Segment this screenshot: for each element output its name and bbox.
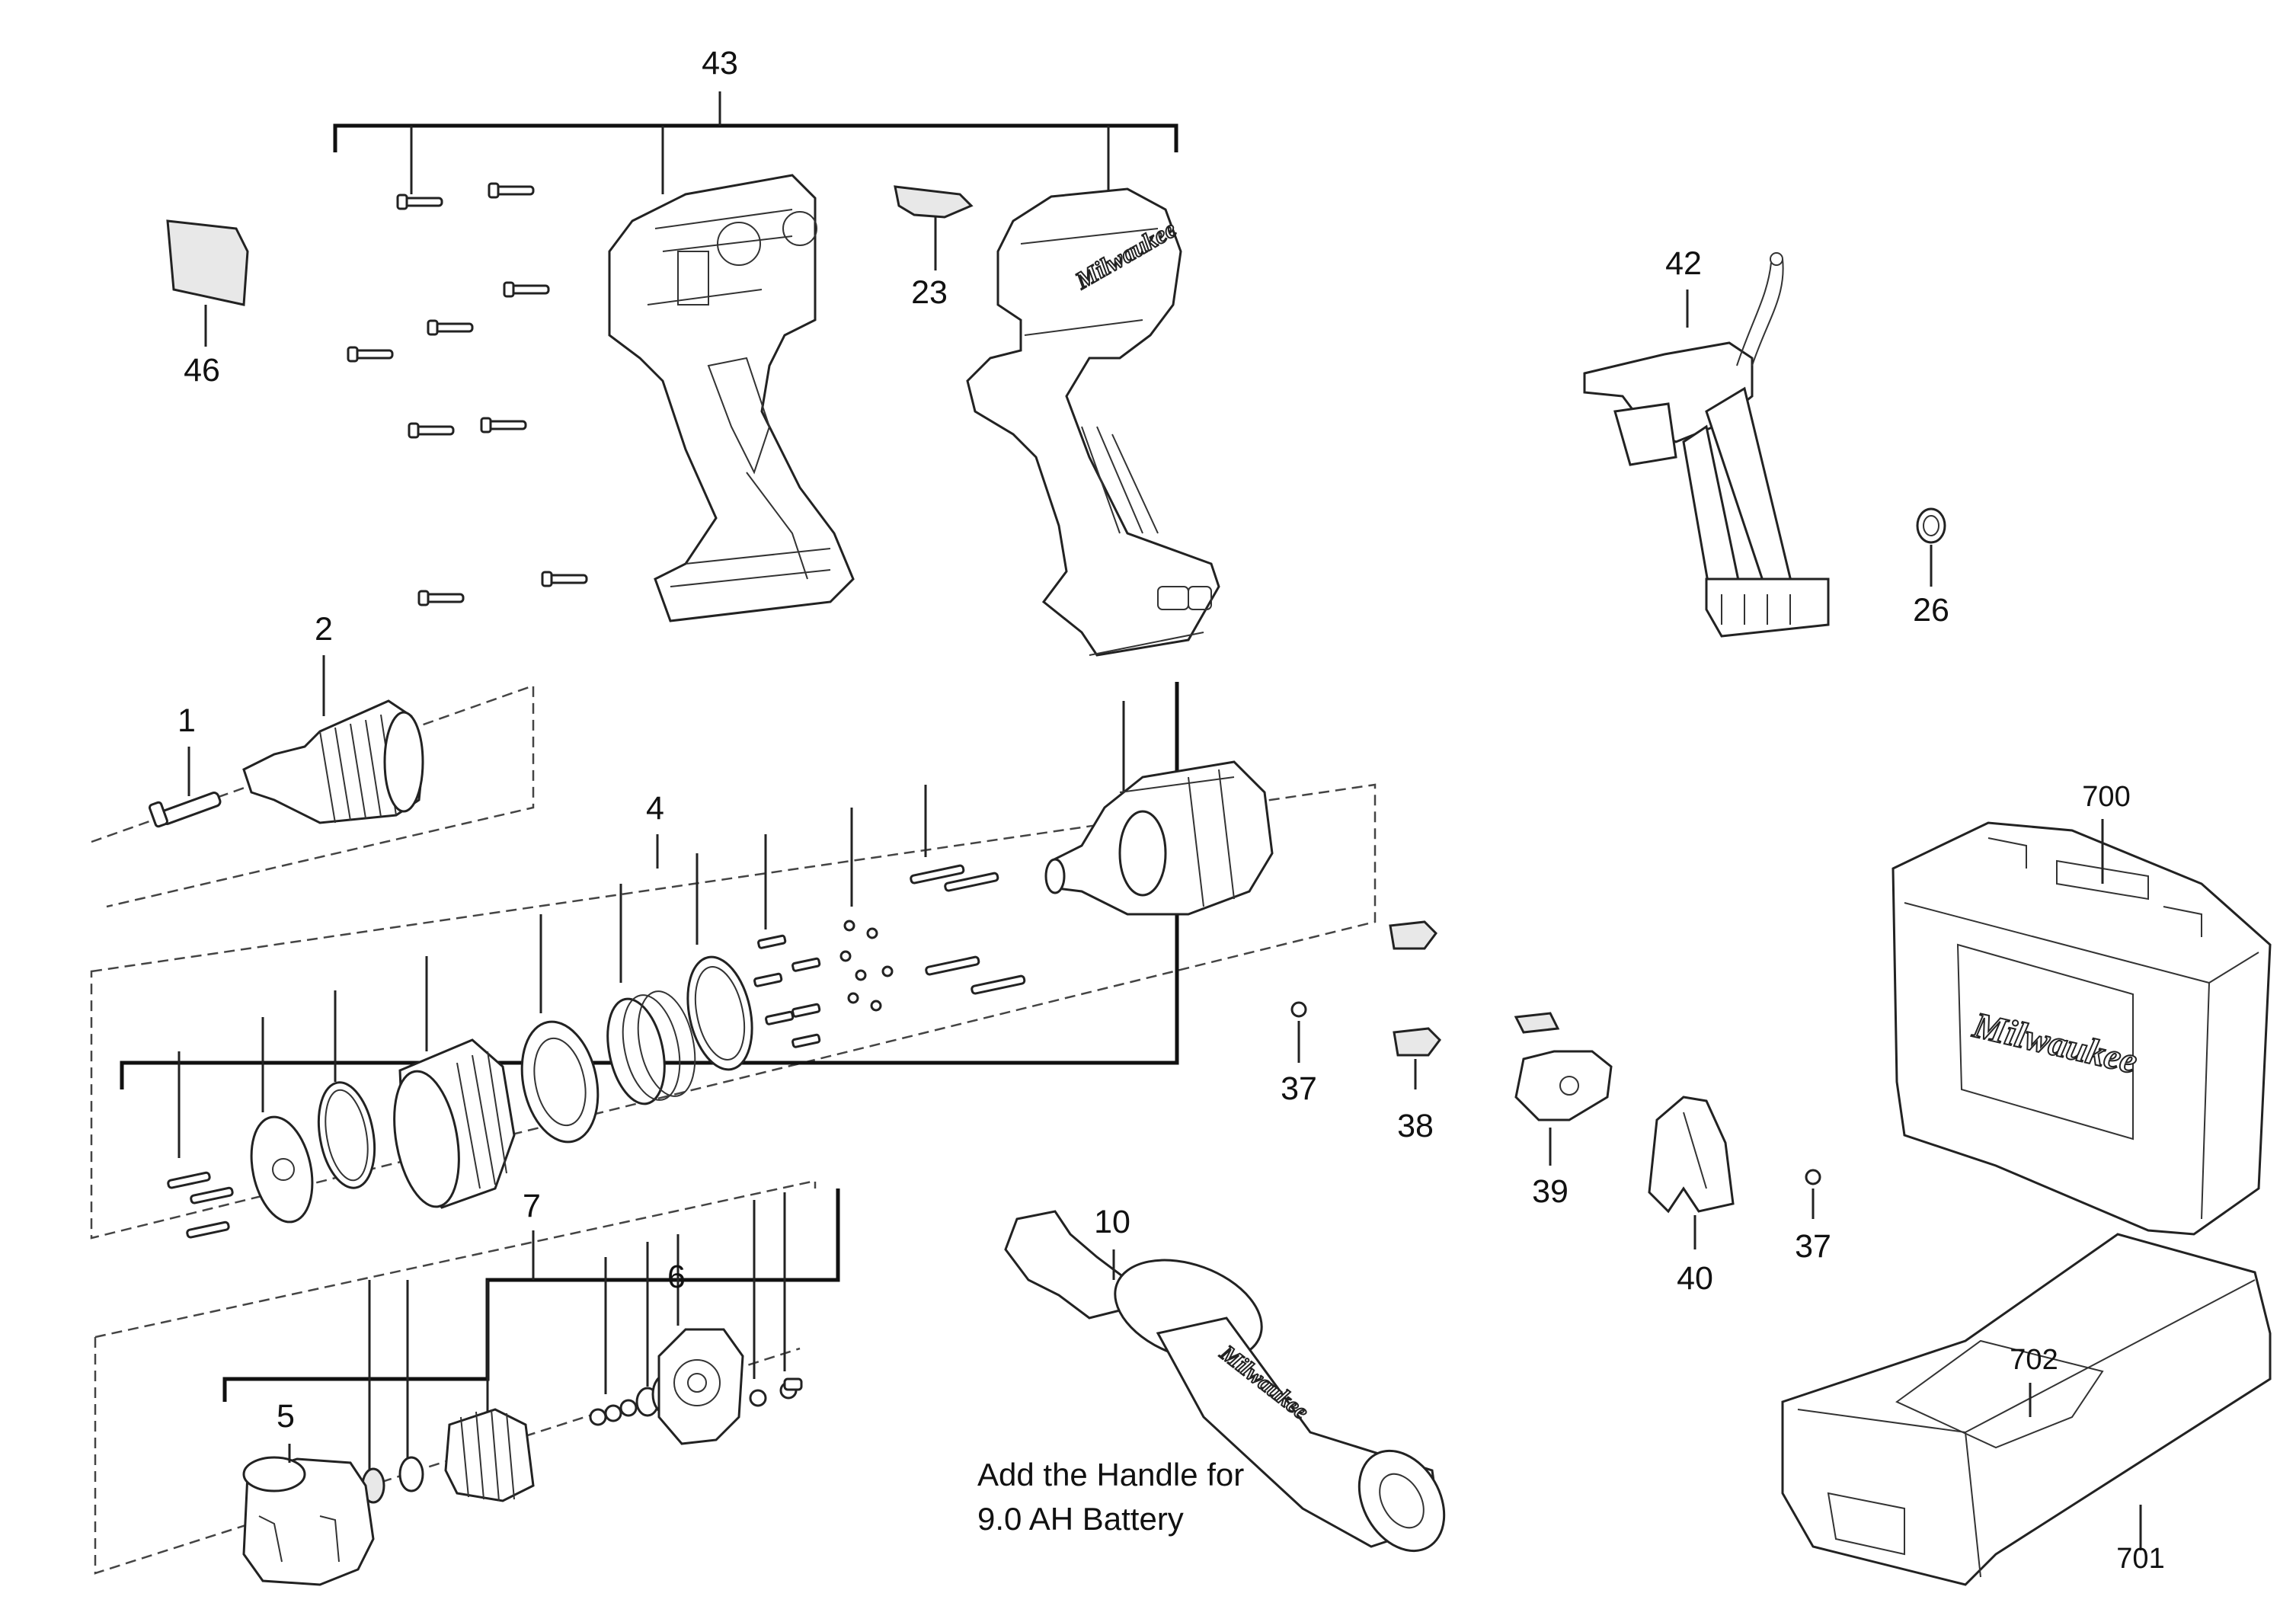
part-46-label[interactable]: 46 (166, 219, 249, 389)
left-housing-half (608, 174, 855, 622)
handle-battery-note: Add the Handle for 9.0 AH Battery (977, 1457, 1244, 1537)
handle-note-line-1: Add the Handle for (977, 1457, 1244, 1492)
part-label-4: 4 (646, 790, 664, 827)
right-housing-half: Milwaukee (966, 187, 1220, 657)
part-37-screw-b[interactable]: 37 (1795, 1169, 1831, 1265)
part-38-clip[interactable]: 38 (1389, 920, 1441, 1144)
part-label-702: 702 (2010, 1344, 2058, 1376)
part-label-2: 2 (315, 611, 333, 648)
part-label-701: 701 (2116, 1543, 2164, 1575)
part-26-grommet[interactable]: 26 (1913, 507, 1949, 629)
part-43-housing-group[interactable]: 43 (333, 45, 1220, 657)
part-40-belt-clip[interactable]: 40 (1648, 1096, 1735, 1297)
part-label-5: 5 (277, 1398, 295, 1435)
part-42-switch-assembly[interactable]: 42 (1583, 245, 1830, 638)
part-label-37a: 37 (1281, 1070, 1317, 1107)
part-label-7: 7 (523, 1188, 541, 1224)
part-700-carry-case[interactable]: Milwaukee 700 (1891, 781, 2272, 1236)
part-label-37b: 37 (1795, 1228, 1831, 1265)
part-10-side-handle[interactable]: Milwaukee 10 (1004, 1204, 1461, 1566)
part-39-bracket[interactable]: 39 (1514, 1012, 1613, 1210)
part-37-screw-a[interactable]: 37 (1281, 1001, 1317, 1107)
part-702-foam-label[interactable]: 702 (2010, 1344, 2058, 1417)
part-1-chuck-screw[interactable]: 1 (91, 684, 535, 908)
part-701-case-insert[interactable]: 701 (1781, 1233, 2272, 1586)
part-label-46: 46 (184, 352, 220, 389)
part-2-keyless-chuck[interactable]: 2 (242, 611, 424, 824)
part-23-clip[interactable]: 23 (894, 185, 974, 311)
part-6-motor-end-plate[interactable]: 6 (657, 1259, 744, 1445)
part-4-gearbox-group[interactable]: 4 (90, 682, 1377, 1240)
part-label-38: 38 (1397, 1108, 1434, 1144)
part-label-39: 39 (1532, 1173, 1569, 1210)
part-label-42: 42 (1665, 245, 1702, 282)
handle-note-line-2: 9.0 AH Battery (977, 1501, 1184, 1537)
housing-screws (347, 182, 588, 606)
part-label-1: 1 (177, 702, 196, 739)
part-label-26: 26 (1913, 592, 1949, 629)
part-label-10: 10 (1094, 1204, 1130, 1240)
part-label-40: 40 (1677, 1260, 1713, 1297)
part-label-43: 43 (702, 45, 738, 82)
part-label-700: 700 (2082, 781, 2130, 813)
part-label-6: 6 (667, 1259, 686, 1295)
part-5-motor-housing[interactable]: 5 (242, 1398, 375, 1586)
gearbox-components (167, 760, 1274, 1239)
part-label-23: 23 (911, 274, 948, 311)
